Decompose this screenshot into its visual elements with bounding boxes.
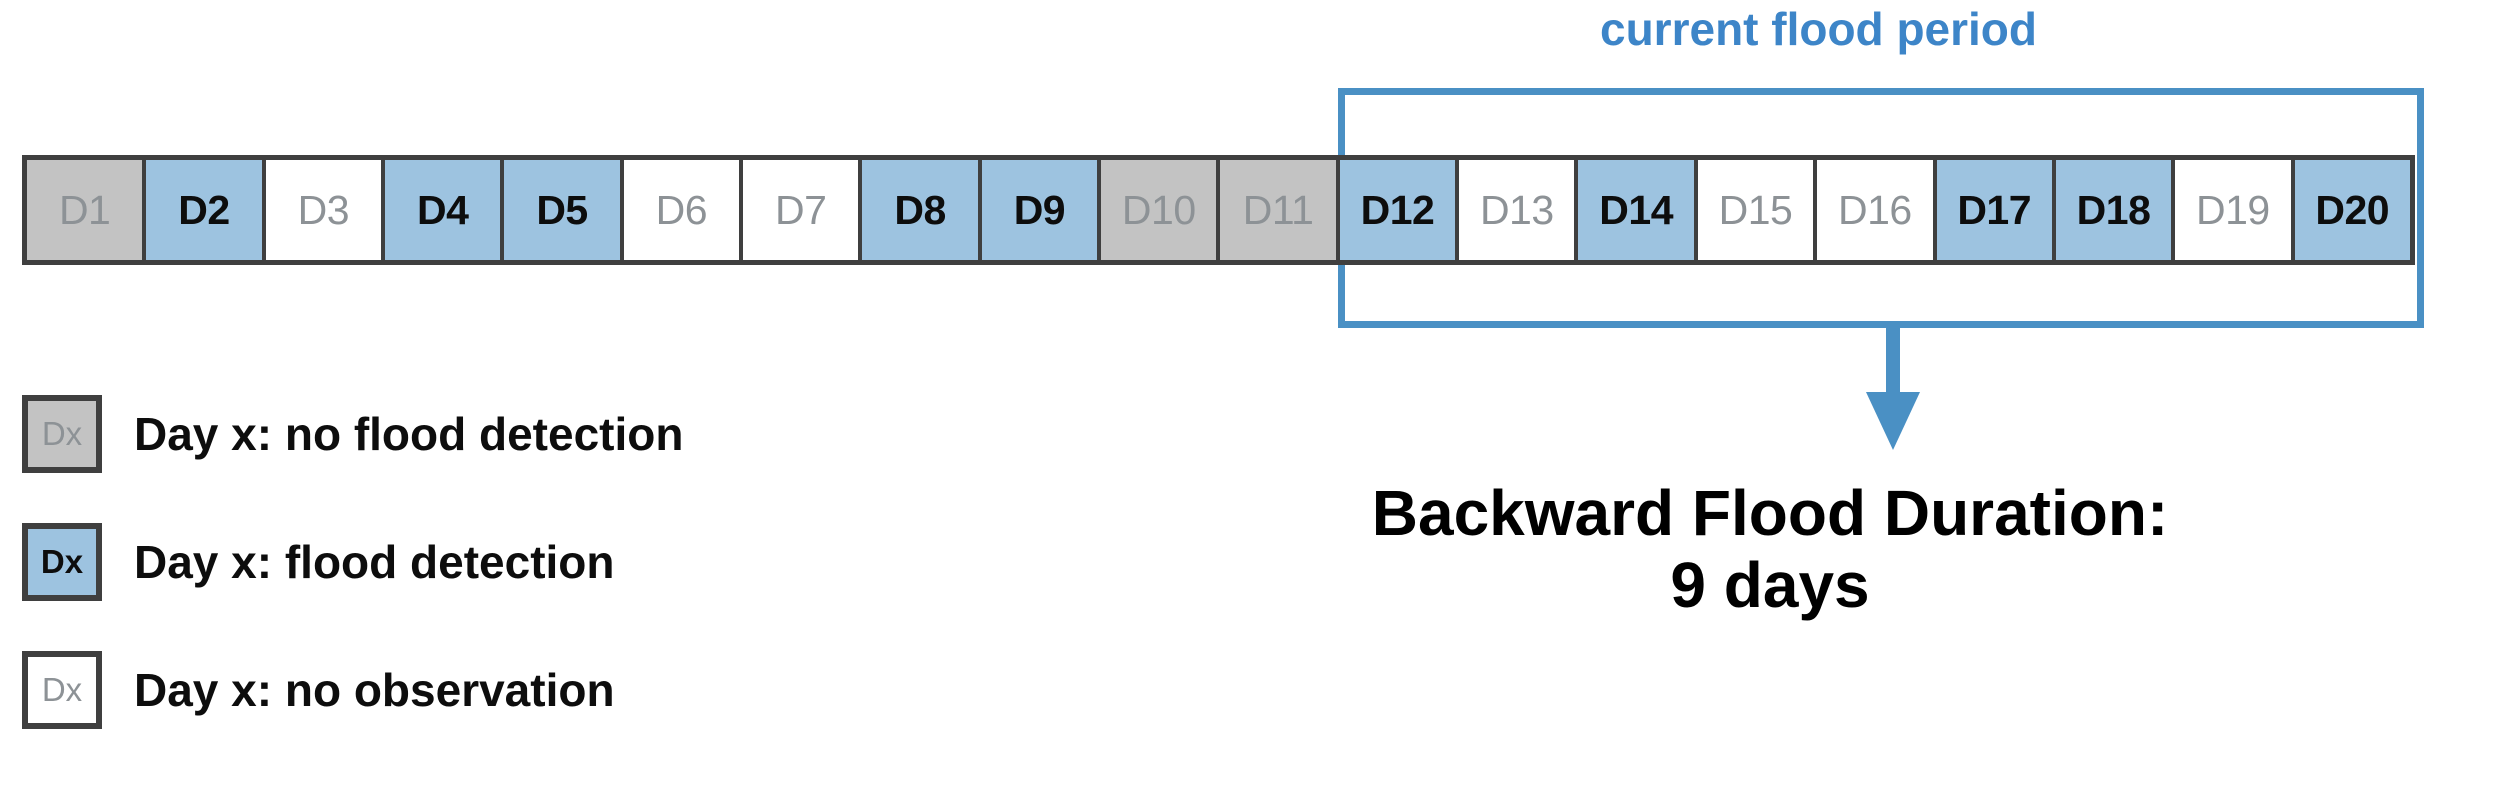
day-cell-d4[interactable]: D4 (385, 160, 505, 260)
down-arrow-icon (1858, 324, 1928, 454)
day-cell-label: D1 (58, 186, 111, 233)
day-cell-d6[interactable]: D6 (623, 160, 744, 260)
legend-item-no-flood-detection: Dx Day x: no flood detection (22, 395, 683, 473)
legend-item-no-observation: Dx Day x: no observation (22, 651, 683, 729)
day-cell-d10[interactable]: D10 (1101, 160, 1221, 260)
day-cell-label: D16 (1837, 186, 1912, 233)
day-cell-label: D6 (655, 186, 708, 233)
day-cell-d7[interactable]: D7 (743, 160, 863, 260)
day-cell-label: D11 (1242, 186, 1314, 233)
legend-swatch-label: Dx (40, 543, 84, 580)
day-cell-label: D3 (297, 186, 350, 233)
day-cell-d14[interactable]: D14 (1578, 160, 1698, 260)
legend-swatch-no-observation: Dx (22, 651, 102, 729)
day-cell-label: D7 (775, 186, 827, 233)
legend-text-flood-detection: Day x: flood detection (134, 536, 615, 588)
result-value: 9 days (1670, 548, 1870, 621)
legend-swatch-label: Dx (41, 671, 83, 708)
legend-item-flood-detection: Dx Day x: flood detection (22, 523, 683, 601)
day-cell-label: D14 (1599, 186, 1673, 233)
day-cell-label: D17 (1957, 186, 2032, 233)
day-cell-label: D15 (1718, 186, 1793, 233)
day-cell-d16[interactable]: D16 (1817, 160, 1937, 260)
legend-swatch-flood-detection: Dx (22, 523, 102, 601)
day-cell-label: D13 (1479, 186, 1554, 233)
day-cell-label: D2 (178, 186, 230, 233)
day-cell-d5[interactable]: D5 (504, 160, 624, 260)
legend-text-no-flood-detection: Day x: no flood detection (134, 408, 684, 460)
day-cell-label: D10 (1121, 186, 1196, 233)
day-cell-label: D12 (1360, 186, 1435, 233)
day-cell-label: D20 (2315, 186, 2390, 233)
day-cell-d3[interactable]: D3 (265, 160, 386, 260)
day-cell-d8[interactable]: D8 (862, 160, 982, 260)
day-cell-d15[interactable]: D15 (1697, 160, 1818, 260)
result-title: Backward Flood Duration: (1371, 477, 2169, 549)
legend-text-no-observation: Day x: no observation (134, 664, 615, 716)
day-timeline: D1 D2 D3 D4 D5 D6 D7 D8 D9 D10 D11 D12 D… (22, 155, 2415, 265)
legend: Dx Day x: no flood detection Dx Day x: f… (22, 395, 683, 779)
day-cell-d9[interactable]: D9 (981, 160, 1102, 260)
day-cell-d12[interactable]: D12 (1339, 160, 1460, 260)
day-cell-label: D19 (2196, 186, 2270, 233)
day-cell-label: D8 (894, 186, 946, 233)
day-cell-d2[interactable]: D2 (146, 160, 266, 260)
legend-swatch-label: Dx (41, 415, 83, 452)
day-cell-d20[interactable]: D20 (2294, 160, 2410, 260)
day-cell-d11[interactable]: D11 (1220, 160, 1340, 260)
backward-flood-duration-result: Backward Flood Duration: 9 days (1180, 477, 2360, 621)
day-cell-label: D5 (536, 186, 588, 233)
day-cell-label: D4 (416, 186, 469, 233)
day-cell-d18[interactable]: D18 (2055, 160, 2176, 260)
day-cell-d1[interactable]: D1 (27, 160, 147, 260)
current-flood-period-label: current flood period (1600, 3, 2037, 55)
day-cell-d13[interactable]: D13 (1459, 160, 1579, 260)
day-cell-label: D18 (2076, 186, 2151, 233)
legend-swatch-no-flood-detection: Dx (22, 395, 102, 473)
day-cell-label: D9 (1013, 186, 1066, 233)
day-cell-d19[interactable]: D19 (2175, 160, 2295, 260)
day-cell-d17[interactable]: D17 (1936, 160, 2056, 260)
